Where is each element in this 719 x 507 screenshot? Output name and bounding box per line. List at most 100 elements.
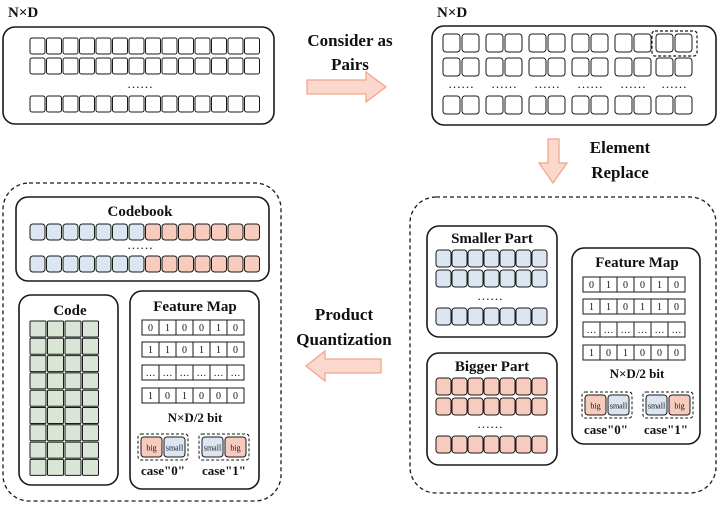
paired-ellipsis: ……: [577, 76, 603, 91]
pair-cell: [442, 33, 461, 53]
case1-badge-right-second: [668, 394, 691, 416]
case0-badge-left-second-text: small: [166, 444, 184, 453]
pair-cell: [655, 95, 674, 115]
step3-label-line2: Quantization: [296, 330, 392, 349]
feature-map-right-cell-value: 0: [623, 280, 628, 291]
feature-map-right-cell-value: 0: [674, 280, 679, 291]
feature-map-right-cell-value: …: [621, 325, 631, 336]
matrix-cell: [145, 95, 161, 113]
pair-cell: [614, 33, 633, 53]
feature-map-left-cell-value: 1: [148, 391, 153, 402]
smaller-part-cell: [499, 269, 516, 288]
arrow-element-replace: [537, 138, 569, 185]
bigger-part-cell: [451, 377, 468, 396]
codebook-cell: [227, 223, 244, 241]
smaller-part-cell: [467, 249, 484, 268]
feature-map-left-cell-value: 0: [182, 323, 187, 334]
case0-badge-right-first-text: big: [590, 402, 600, 411]
bigger-part-title: Bigger Part: [454, 359, 530, 375]
feature-map-right-cell-value: …: [672, 325, 682, 336]
feature-map-left-cell-value: 1: [165, 323, 170, 334]
feature-map-left-cell-value: 1: [148, 345, 153, 356]
pair-cell: [590, 33, 609, 53]
code-cell: [64, 389, 82, 407]
paired-ellipsis: ……: [491, 76, 517, 91]
bigger-part-cell: [467, 377, 484, 396]
bigger-part-cell: [435, 377, 452, 396]
codebook-cell: [112, 255, 128, 273]
case0-badge-right-second: [607, 394, 630, 416]
pair-cell: [633, 95, 652, 115]
step1-label-line2: Pairs: [331, 55, 369, 74]
feature-map-right-cell-value: 1: [657, 280, 662, 291]
feature-map-left-cell: [226, 387, 245, 404]
bigger-part-cell: [499, 397, 516, 416]
feature-map-right-cell: [667, 344, 686, 361]
code-cell: [64, 320, 82, 338]
feature-map-right-cell-value: 0: [640, 280, 645, 291]
paired-ellipsis: ……: [448, 76, 474, 91]
bigger-part-cell: [467, 397, 484, 416]
case0-badge-left-second: [163, 436, 186, 458]
smaller-part-cell: [515, 249, 532, 268]
codebook-cell: [95, 223, 112, 241]
matrix-cell: [128, 95, 145, 113]
smaller-part-title: Smaller Part: [451, 231, 533, 247]
matrix-cell: [62, 57, 79, 75]
pair-cell: [571, 95, 590, 115]
matrix-cell: [145, 37, 161, 55]
matrix-cell: [95, 57, 112, 75]
smaller-part-cell: [435, 307, 452, 326]
case0-badge-right-outline: [581, 391, 633, 419]
bigger-part-cell: [531, 435, 548, 454]
feature-map-left-cell-value: …: [214, 368, 224, 379]
codebook-cell: [128, 255, 145, 273]
top-right-dim-label: N×D: [437, 5, 468, 21]
matrix-cell: [46, 95, 62, 113]
code-cell: [29, 355, 47, 373]
smaller-part-cell: [531, 269, 548, 288]
code-cell: [64, 355, 82, 373]
feature-map-right-cell: [667, 321, 686, 338]
feature-map-left-cell-value: 1: [182, 391, 187, 402]
pair-cell: [442, 95, 461, 115]
case0-badge-left-first-text: big: [146, 444, 156, 453]
matrix-cell: [29, 57, 46, 75]
feature-map-left-title: Feature Map: [153, 299, 237, 315]
matrix-cell: [161, 57, 178, 75]
feature-map-left-cell-value: 0: [199, 323, 204, 334]
pair-cell: [461, 95, 480, 115]
smaller-part-cell: [467, 307, 484, 326]
pair-cell: [485, 57, 504, 77]
pair-cell: [504, 57, 523, 77]
pair-cell: [485, 95, 504, 115]
case1-badge-right-first-text: small: [648, 402, 666, 411]
case0-label-left: case"0": [140, 463, 186, 478]
code-cell: [64, 407, 82, 424]
feature-map-left-cell-value: 0: [233, 323, 238, 334]
codebook-cell: [194, 223, 211, 241]
matrix-cell: [128, 57, 145, 75]
feature-map-right-cell: [667, 298, 686, 315]
smaller-part-cell: [467, 269, 484, 288]
bigger-part-cell: [483, 435, 500, 454]
step1-label-line1: Consider as: [307, 31, 393, 50]
matrix-cell: [112, 95, 128, 113]
feature-map-right-cell-value: 0: [589, 280, 594, 291]
code-cell: [64, 372, 82, 390]
codebook-cell: [79, 255, 95, 273]
codebook-cell: [211, 255, 227, 273]
matrix-cell: [29, 37, 46, 55]
feature-map-right-cell-value: 0: [674, 348, 679, 359]
feature-map-left-cell-value: 0: [199, 391, 204, 402]
codebook-ellipsis: ……: [127, 237, 153, 252]
pair-cell: [614, 57, 633, 77]
bigger-part-cell: [499, 377, 516, 396]
pair-cell: [528, 95, 547, 115]
feature-map-right-caption: N×D/2 bit: [609, 366, 665, 381]
pair-cell: [442, 57, 461, 77]
pair-cell: [485, 33, 504, 53]
feature-map-right-cell-value: 0: [674, 302, 679, 313]
feature-map-left-cell-value: 1: [199, 345, 204, 356]
